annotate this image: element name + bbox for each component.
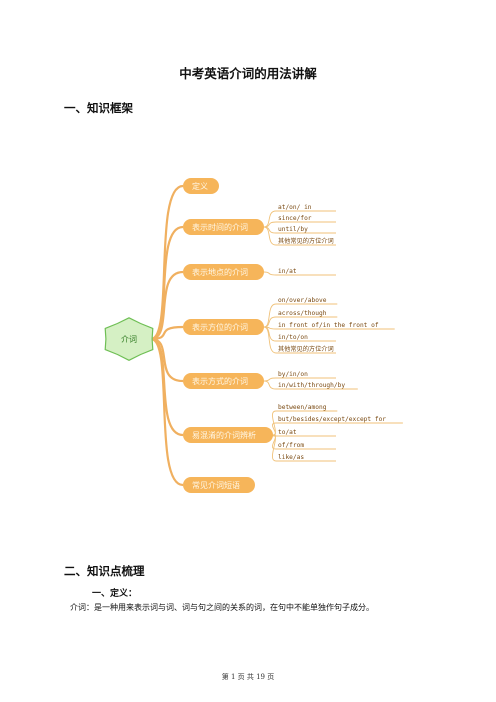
mindmap-leaf-node: until/by <box>278 226 308 233</box>
mindmap-branch-label: 易混淆的介词辨析 <box>192 430 256 440</box>
document-title: 中考英语介词的用法讲解 <box>179 66 317 81</box>
mindmap-leaf-node: like/as <box>278 454 304 461</box>
mindmap-connector <box>150 184 184 341</box>
mindmap-leaf-label: by/in/on <box>278 371 308 378</box>
mindmap-leaf-label: in front of/in the front of <box>278 322 379 329</box>
mindmap-leaf-label: of/from <box>278 442 304 449</box>
mindmap-branch-label: 表示时间的介词 <box>192 222 248 232</box>
mindmap-branch-label: 定义 <box>192 181 208 191</box>
mindmap-leaf-label: at/on/ in <box>278 204 312 211</box>
mindmap-connector <box>150 337 184 437</box>
mindmap-leaf-connector <box>271 410 338 436</box>
mindmap-branch-node: 常见介词短语 <box>183 477 255 493</box>
mindmap-leaf-node: on/over/above <box>278 297 327 304</box>
mindmap-branch-node: 易混淆的介词辨析 <box>183 427 273 443</box>
mindmap-leaf-label: since/for <box>278 215 312 222</box>
mindmap-leaf-label: like/as <box>278 454 304 461</box>
mindmap-leaf-label: but/besides/except/except for <box>278 416 386 423</box>
mindmap-center-label: 介词 <box>121 335 137 344</box>
mindmap-leaf-node: but/besides/except/except for <box>278 416 386 423</box>
mindmap-leaf-node: in/to/on <box>278 334 308 341</box>
mindmap-branch-label: 常见介词短语 <box>192 480 240 490</box>
mindmap-leaf-connector <box>271 422 403 436</box>
mindmap-branch-node: 表示方式的介词 <box>183 373 264 389</box>
mindmap-leaf-node: since/for <box>278 215 312 222</box>
mindmap-leaf-label: on/over/above <box>278 297 327 304</box>
mindmap-center-node: 介词 <box>104 317 154 361</box>
mindmap-branch-label: 表示方位的介词 <box>192 322 248 332</box>
mindmap-leaf-label: across/though <box>278 310 327 317</box>
page-footer: 第 1 页 共 19 页 <box>221 673 275 681</box>
mindmap-leaf-connector <box>271 434 336 462</box>
mindmap-branch-node: 定义 <box>183 178 219 194</box>
definition-paragraph: 介词：是一种用来表示词与词、词与句之间的关系的词，在句中不能单独作句子成分。 <box>70 603 374 612</box>
mindmap-leaf-label: in/to/on <box>278 334 308 341</box>
mindmap-leaf-node: in/at <box>278 268 297 275</box>
mindmap-leaf-node: in front of/in the front of <box>278 322 379 329</box>
mindmap-leaf-label: 其他常见的方位介词 <box>278 345 334 353</box>
mindmap-connector <box>150 337 184 383</box>
mindmap-branch-label: 表示方式的介词 <box>192 376 248 386</box>
section-heading-framework: 一、知识框架 <box>64 101 133 115</box>
mindmap-leaf-connector <box>263 271 336 276</box>
mindmap-leaf-node: 其他常见的方位介词 <box>278 237 334 245</box>
mindmap-leaf-label: until/by <box>278 226 308 233</box>
mindmap-leaf-node: to/at <box>278 429 297 436</box>
mindmap-leaf-connector <box>263 226 336 246</box>
mindmap-leaf-node: across/though <box>278 310 327 317</box>
section-heading-points: 二、知识点梳理 <box>64 564 145 578</box>
mindmap-leaf-label: 其他常见的方位介词 <box>278 237 334 245</box>
mindmap-leaf-node: 其他常见的方位介词 <box>278 345 334 353</box>
mindmap-leaf-label: between/among <box>278 404 327 411</box>
mindmap-branch-node: 表示时间的介词 <box>183 219 264 235</box>
mindmap-connector <box>150 270 184 341</box>
mindmap-connector <box>150 225 184 341</box>
mindmap-leaf-node: of/from <box>278 442 304 449</box>
mindmap-leaf-node: by/in/on <box>278 371 308 378</box>
subsection-heading-definition: 一、定义： <box>92 589 138 599</box>
mindmap-branch-node: 表示地点的介词 <box>183 264 264 280</box>
mindmap-leaf-label: to/at <box>278 429 297 436</box>
mindmap-leaf-label: in/with/through/by <box>278 382 345 389</box>
mindmap-leaf-label: in/at <box>278 268 297 275</box>
mindmap-branch-node: 表示方位的介词 <box>183 319 264 335</box>
mindmap-connector <box>150 325 184 341</box>
mindmap-leaf-node: at/on/ in <box>278 204 312 211</box>
mindmap-leaf-connector <box>263 377 336 382</box>
mindmap-leaf-node: between/among <box>278 404 327 411</box>
mindmap-leaf-connector <box>263 380 358 390</box>
mindmap-leaf-node: in/with/through/by <box>278 382 345 389</box>
mindmap-branch-label: 表示地点的介词 <box>192 267 248 277</box>
mindmap-leaf-connector <box>263 326 336 354</box>
mindmap-connector <box>150 337 184 487</box>
